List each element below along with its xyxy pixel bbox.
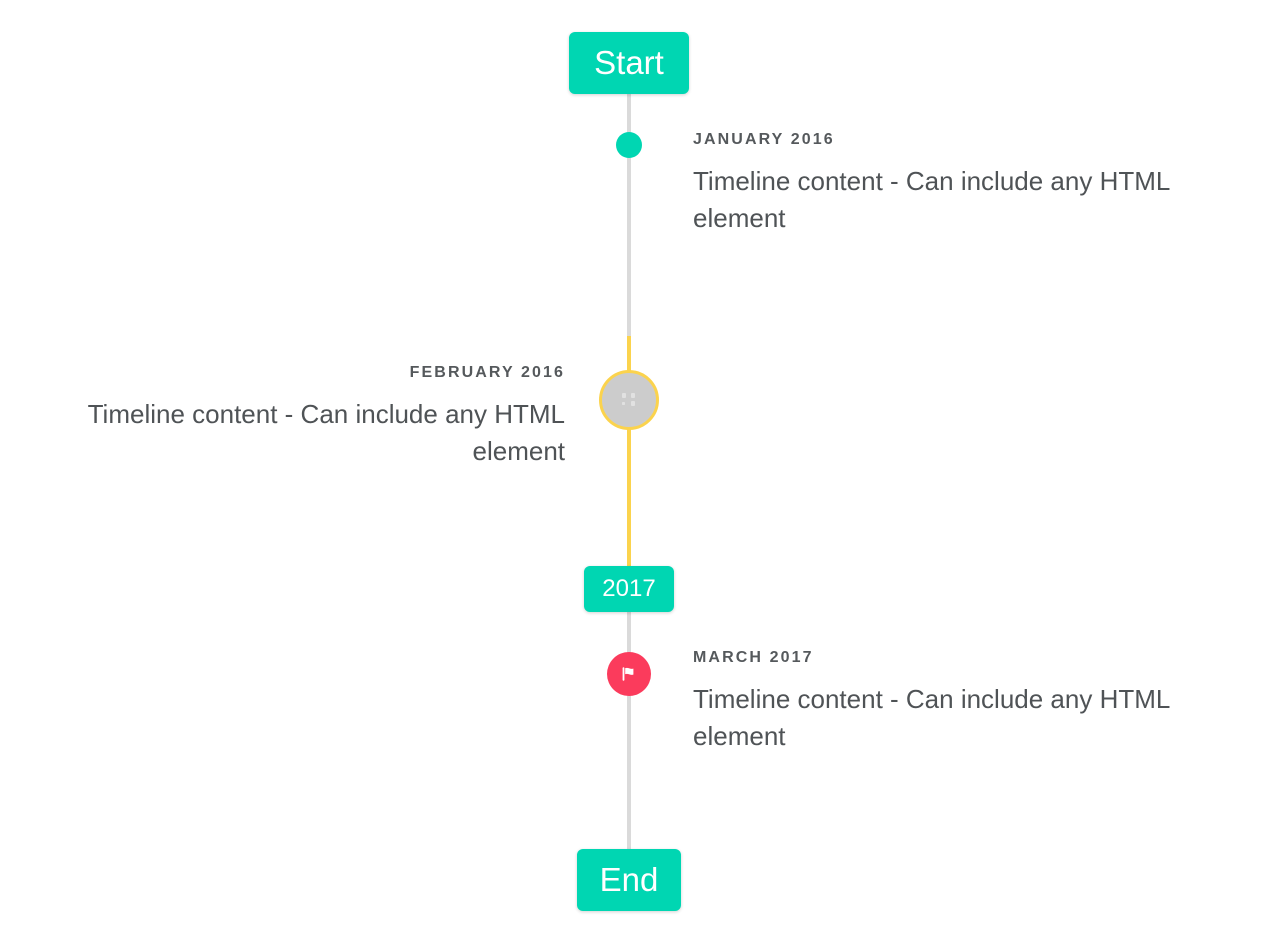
timeline-entry-date: MARCH 2017 <box>693 649 814 666</box>
timeline-axis-segment-lower <box>627 612 631 850</box>
timeline-entry-date: FEBRUARY 2016 <box>409 364 565 381</box>
timeline-entry-january: JANUARY 2016 Timeline content - Can incl… <box>693 130 1233 237</box>
timeline-entry-body: Timeline content - Can include any HTML … <box>693 166 1170 234</box>
broken-image-icon <box>622 393 635 406</box>
timeline-entry-february: FEBRUARY 2016 Timeline content - Can inc… <box>35 363 565 470</box>
timeline-axis-segment-active <box>627 336 631 566</box>
timeline-end-badge[interactable]: End <box>577 849 681 911</box>
timeline-start-badge[interactable]: Start <box>569 32 689 94</box>
timeline-year-label: 2017 <box>602 575 656 602</box>
timeline-entry-date: JANUARY 2016 <box>693 131 835 148</box>
timeline-entry-march: MARCH 2017 Timeline content - Can includ… <box>693 648 1233 755</box>
timeline-axis-segment-upper <box>627 94 631 336</box>
flag-icon <box>622 667 634 681</box>
flag-marker[interactable] <box>607 652 651 696</box>
timeline-start-label: Start <box>594 44 664 81</box>
timeline-entry-body: Timeline content - Can include any HTML … <box>87 399 565 467</box>
timeline-year-badge[interactable]: 2017 <box>584 566 674 612</box>
dot-marker[interactable] <box>616 132 642 158</box>
timeline-entry-body: Timeline content - Can include any HTML … <box>693 684 1170 752</box>
timeline-end-label: End <box>599 861 659 898</box>
image-placeholder-marker[interactable] <box>599 370 659 430</box>
